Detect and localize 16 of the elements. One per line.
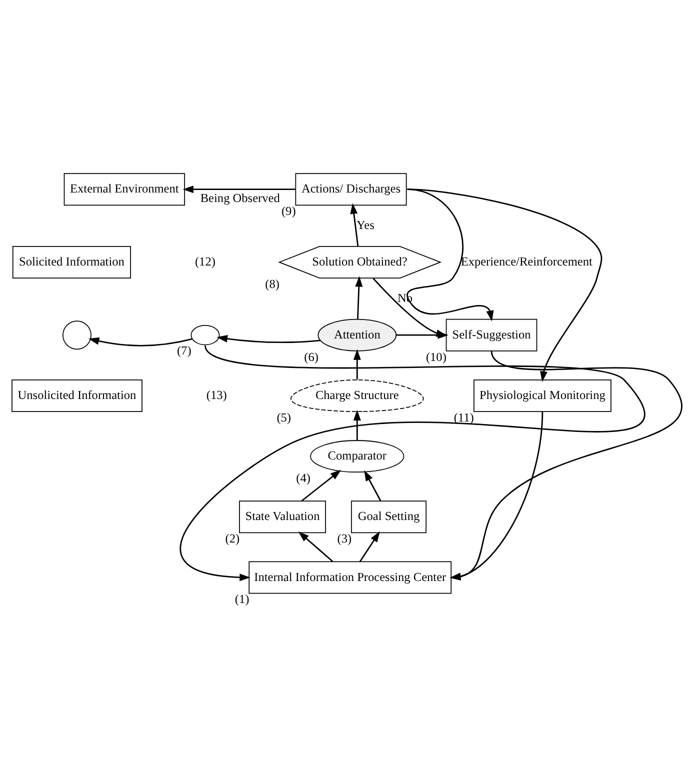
node-label: (5) bbox=[276, 410, 292, 424]
node-label: (1) bbox=[234, 592, 250, 606]
node-label: (11) bbox=[454, 410, 474, 424]
node-label: (7) bbox=[176, 344, 192, 358]
node-label: (8) bbox=[265, 276, 280, 291]
node-label: (10) bbox=[426, 350, 446, 364]
node-label: (9) bbox=[281, 204, 296, 218]
edge-label: Being Observed bbox=[200, 190, 280, 205]
label: (12) bbox=[194, 254, 216, 268]
edge-label: Yes bbox=[356, 218, 374, 232]
node-label: (4) bbox=[296, 470, 310, 485]
node-label: (6) bbox=[304, 350, 318, 364]
node-label: (2) bbox=[225, 532, 240, 546]
label: (13) bbox=[206, 388, 227, 402]
edge-label: Experience/Reinforcement bbox=[460, 254, 592, 268]
node-label: (3) bbox=[337, 532, 352, 546]
